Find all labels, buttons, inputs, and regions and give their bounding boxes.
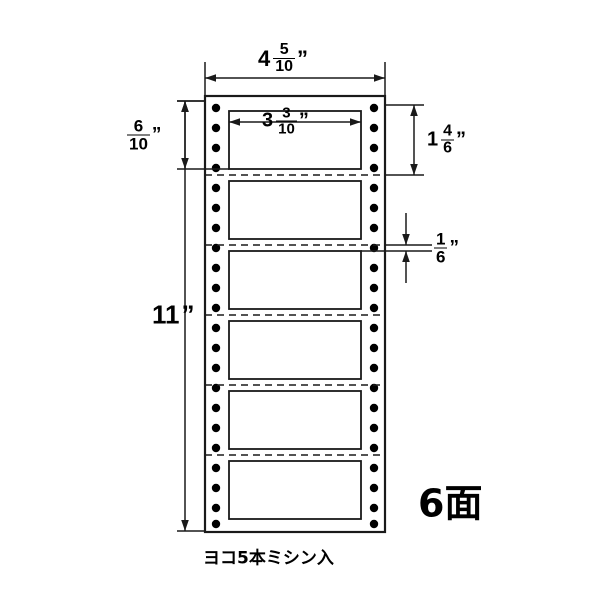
label-cell bbox=[228, 180, 362, 240]
overall-height-unit: ” bbox=[181, 299, 195, 330]
overall-width-denominator: 10 bbox=[273, 58, 296, 75]
label-width-unit: ” bbox=[298, 109, 309, 132]
label-height-denominator: 6 bbox=[441, 139, 455, 157]
gap-height-numerator: 1 bbox=[436, 229, 446, 249]
top-margin-denominator: 10 bbox=[127, 134, 150, 154]
dim-label-height bbox=[385, 104, 424, 176]
dim-label-label-height: 1 4 6 ” bbox=[427, 122, 467, 157]
dim-gap-height bbox=[361, 213, 432, 283]
overall-width-numerator: 5 bbox=[279, 41, 289, 58]
label-cell bbox=[228, 460, 362, 520]
perforation-lines bbox=[205, 174, 385, 456]
sprocket-holes-right bbox=[369, 103, 379, 529]
gap-height-denominator: 6 bbox=[434, 247, 448, 267]
label-width-denominator: 10 bbox=[276, 120, 297, 138]
label-cell bbox=[228, 390, 362, 450]
dim-label-top-margin: 6 10 ” bbox=[127, 118, 161, 153]
dim-overall-width bbox=[204, 62, 386, 96]
label-cell bbox=[228, 320, 362, 380]
label-height-unit: ” bbox=[456, 128, 467, 151]
overall-width-unit: ” bbox=[297, 45, 309, 71]
label-width-whole: 3 bbox=[262, 109, 274, 132]
sprocket-holes-left bbox=[211, 103, 221, 529]
top-margin-unit: ” bbox=[151, 124, 162, 145]
dim-label-overall-width: 4 5 10 ” bbox=[258, 42, 308, 75]
label-height-numerator: 4 bbox=[443, 122, 453, 140]
overall-width-whole: 4 bbox=[258, 45, 271, 71]
faces-count-label: 6面 bbox=[418, 481, 483, 526]
dim-overall-height bbox=[177, 100, 205, 532]
overall-height-whole: 11 bbox=[152, 299, 180, 330]
label-height-whole: 1 bbox=[427, 128, 439, 151]
label-width-numerator: 3 bbox=[282, 104, 291, 122]
dim-label-label-width: 3 3 10 ” bbox=[262, 106, 309, 137]
perforation-note: ヨコ5本ミシン入 bbox=[203, 548, 334, 569]
label-cell bbox=[228, 250, 362, 310]
dim-label-width bbox=[229, 118, 361, 126]
dim-label-gap-height: 1 6 ” bbox=[434, 231, 459, 266]
gap-height-unit: ” bbox=[449, 237, 459, 258]
top-margin-numerator: 6 bbox=[133, 116, 144, 136]
label-cells bbox=[228, 110, 362, 520]
dim-label-overall-height: 11 ” bbox=[152, 300, 195, 331]
